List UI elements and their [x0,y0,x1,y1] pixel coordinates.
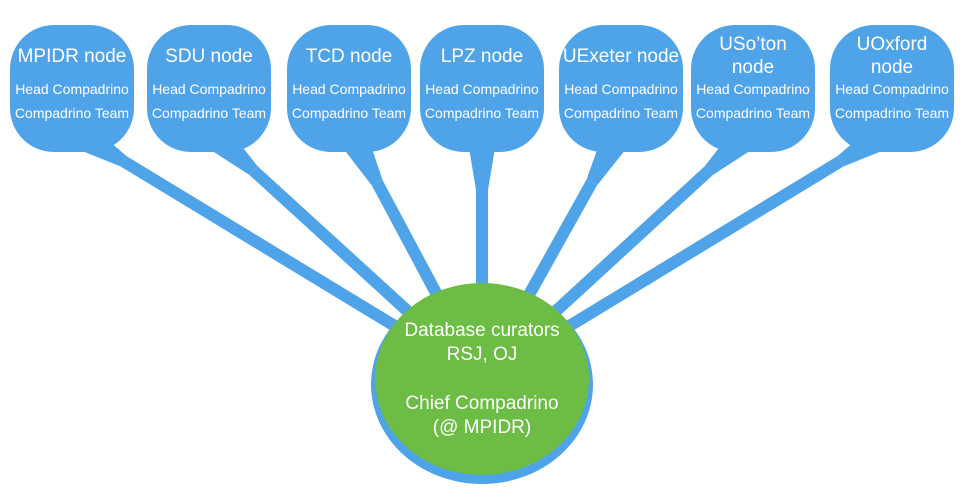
node-bubble-uoxford: UOxford node Head Compadrino Compadrino … [830,25,954,152]
node-bubble-tcd: TCD node Head Compadrino Compadrino Team [287,25,411,152]
node-title: MPIDR node [17,45,127,67]
node-role-head: Head Compadrino [564,81,678,97]
node-role-head: Head Compadrino [292,81,406,97]
node-bubble-uexeter: UExeter node Head Compadrino Compadrino … [559,25,683,152]
node-role-head: Head Compadrino [15,81,129,97]
center-chief-label: Chief Compadrino (@ MPIDR) [405,392,559,438]
node-role-team: Compadrino Team [695,105,811,121]
node-title: LPZ node [440,45,524,67]
node-role-head: Head Compadrino [152,81,266,97]
node-title: UOxford node [856,34,928,78]
node-bubble-usoton: USo’ton node Head Compadrino Compadrino … [691,25,815,152]
node-title: UExeter node [562,45,680,67]
node-title: SDU node [165,45,253,67]
node-title: TCD node [305,45,393,67]
node-role-head: Head Compadrino [696,81,810,97]
node-role-team: Compadrino Team [14,105,130,121]
node-role-team: Compadrino Team [563,105,679,121]
node-role-head: Head Compadrino [835,81,949,97]
node-role-team: Compadrino Team [291,105,407,121]
node-role-team: Compadrino Team [834,105,950,121]
node-bubble-mpidr: MPIDR node Head Compadrino Compadrino Te… [10,25,134,152]
node-bubble-sdu: SDU node Head Compadrino Compadrino Team [147,25,271,152]
center-curators-label: Database curators RSJ, OJ [404,319,560,365]
node-bubble-lpz: LPZ node Head Compadrino Compadrino Team [420,25,544,152]
center-circle: Database curators RSJ, OJ Chief Compadri… [375,283,589,475]
node-title: USo’ton node [719,34,787,78]
node-role-team: Compadrino Team [151,105,267,121]
node-role-head: Head Compadrino [425,81,539,97]
node-role-team: Compadrino Team [424,105,540,121]
